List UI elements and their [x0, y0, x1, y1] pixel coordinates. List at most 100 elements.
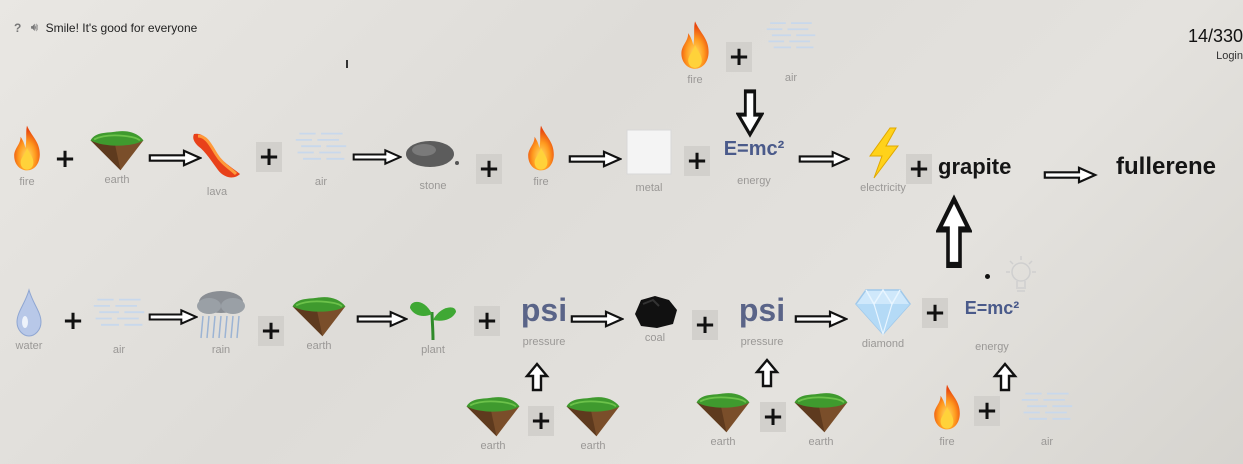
label-energy: energy: [737, 175, 771, 187]
element-coal[interactable]: coal: [624, 294, 686, 344]
label-lava: lava: [206, 186, 228, 198]
label-earth: earth: [480, 440, 506, 452]
element-pressure[interactable]: psi pressure: [510, 292, 578, 348]
arrow-right-icon: [352, 148, 402, 166]
arrow-right-icon: [1042, 166, 1098, 184]
arrow-up-icon: [754, 358, 780, 388]
element-earth[interactable]: earth: [288, 294, 350, 352]
element-earth[interactable]: earth: [86, 128, 148, 186]
lightning-icon: [869, 127, 899, 179]
earth-icon: [289, 294, 349, 338]
earth-icon: [791, 390, 851, 434]
label-air: air: [112, 344, 126, 356]
lava-icon: [193, 133, 240, 178]
element-air[interactable]: air: [88, 296, 150, 356]
psi-icon: psi: [520, 292, 568, 328]
fire-icon: [931, 380, 963, 434]
arrow-up-icon: [524, 362, 550, 392]
recipe-board: ? 🔊︎ Smile! It's good for everyone 14/33…: [8, 8, 1243, 464]
top-bar: ? 🔊︎ Smile! It's good for everyone: [14, 20, 197, 35]
energy-icon: E=mc²: [723, 138, 785, 160]
fire-icon: [678, 18, 712, 72]
element-air[interactable]: air: [290, 130, 352, 188]
element-pressure[interactable]: psi pressure: [728, 292, 796, 348]
psi-icon: psi: [738, 292, 786, 328]
label-metal: metal: [635, 182, 663, 194]
earth-icon: [87, 128, 147, 172]
plus-sign: +: [476, 154, 502, 184]
element-earth[interactable]: earth: [790, 390, 852, 448]
label-energy: energy: [975, 341, 1009, 353]
element-air[interactable]: air: [1016, 390, 1078, 448]
rain-cloud-icon: [197, 291, 245, 339]
label-plant: plant: [421, 344, 445, 356]
element-water[interactable]: water: [0, 288, 60, 352]
word-grapite[interactable]: grapite: [938, 154, 1012, 179]
help-icon[interactable]: ?: [14, 20, 22, 35]
label-fire: fire: [687, 74, 703, 86]
water-drop-icon: [16, 288, 42, 337]
plus-sign: +: [54, 144, 76, 174]
element-diamond[interactable]: diamond: [852, 286, 914, 350]
label-water: water: [15, 340, 43, 352]
element-rain[interactable]: rain: [190, 288, 252, 356]
label-rain: rain: [211, 344, 231, 356]
cursor-mark: [346, 60, 348, 68]
element-air[interactable]: air: [760, 18, 822, 84]
label-earth: earth: [710, 436, 736, 448]
label-earth: earth: [808, 436, 834, 448]
element-earth[interactable]: earth: [562, 394, 624, 452]
sound-icon[interactable]: 🔊︎: [30, 20, 39, 35]
element-fire[interactable]: fire: [510, 122, 572, 188]
label-fire: fire: [939, 436, 955, 448]
arrow-right-icon: [798, 150, 850, 168]
element-plant[interactable]: plant: [402, 292, 464, 356]
metal-icon: [626, 129, 672, 175]
label-stone: stone: [419, 180, 447, 192]
element-fire[interactable]: fire: [916, 380, 978, 448]
element-energy[interactable]: E=mc² energy: [952, 298, 1032, 353]
air-icon: [293, 130, 349, 166]
plus-sign: +: [922, 298, 948, 328]
element-earth[interactable]: earth: [462, 394, 524, 452]
login-link[interactable]: Login: [1216, 50, 1243, 62]
arrow-up-icon: [992, 362, 1018, 392]
label-fire: fire: [533, 176, 549, 188]
element-stone[interactable]: stone: [402, 136, 464, 192]
plus-sign: +: [62, 306, 84, 336]
label-earth: earth: [580, 440, 606, 452]
plus-sign: +: [528, 406, 554, 436]
element-metal[interactable]: metal: [618, 128, 680, 194]
energy-icon: E=mc²: [964, 298, 1020, 318]
label-air: air: [314, 176, 328, 188]
air-icon: [91, 296, 147, 332]
fire-icon: [525, 122, 557, 174]
arrow-right-icon: [356, 310, 408, 328]
plus-sign: +: [474, 306, 500, 336]
lightbulb-icon: [1006, 256, 1036, 292]
tip-text: Smile! It's good for everyone: [45, 20, 198, 35]
element-fire[interactable]: fire: [664, 18, 726, 86]
dot-mark: [985, 274, 990, 279]
label-electricity: electricity: [860, 182, 906, 194]
label-coal: coal: [644, 332, 666, 344]
plus-sign: +: [760, 402, 786, 432]
word-fullerene[interactable]: fullerene: [1116, 153, 1217, 180]
label-diamond: diamond: [861, 338, 905, 350]
earth-icon: [693, 390, 753, 434]
label-earth: earth: [306, 340, 332, 352]
arrow-up-icon: [936, 194, 972, 270]
fire-icon: [11, 122, 43, 174]
element-lava[interactable]: lava: [186, 128, 248, 198]
element-energy[interactable]: E=mc² energy: [716, 138, 792, 187]
arrow-right-icon: [794, 310, 848, 328]
plus-sign: +: [684, 146, 710, 176]
label-air: air: [1040, 436, 1054, 448]
plus-sign: +: [256, 142, 282, 172]
element-electricity[interactable]: electricity: [850, 126, 916, 194]
arrow-right-icon: [570, 310, 624, 328]
earth-icon: [463, 394, 523, 438]
element-earth[interactable]: earth: [692, 390, 754, 448]
element-fire[interactable]: fire: [0, 122, 58, 188]
